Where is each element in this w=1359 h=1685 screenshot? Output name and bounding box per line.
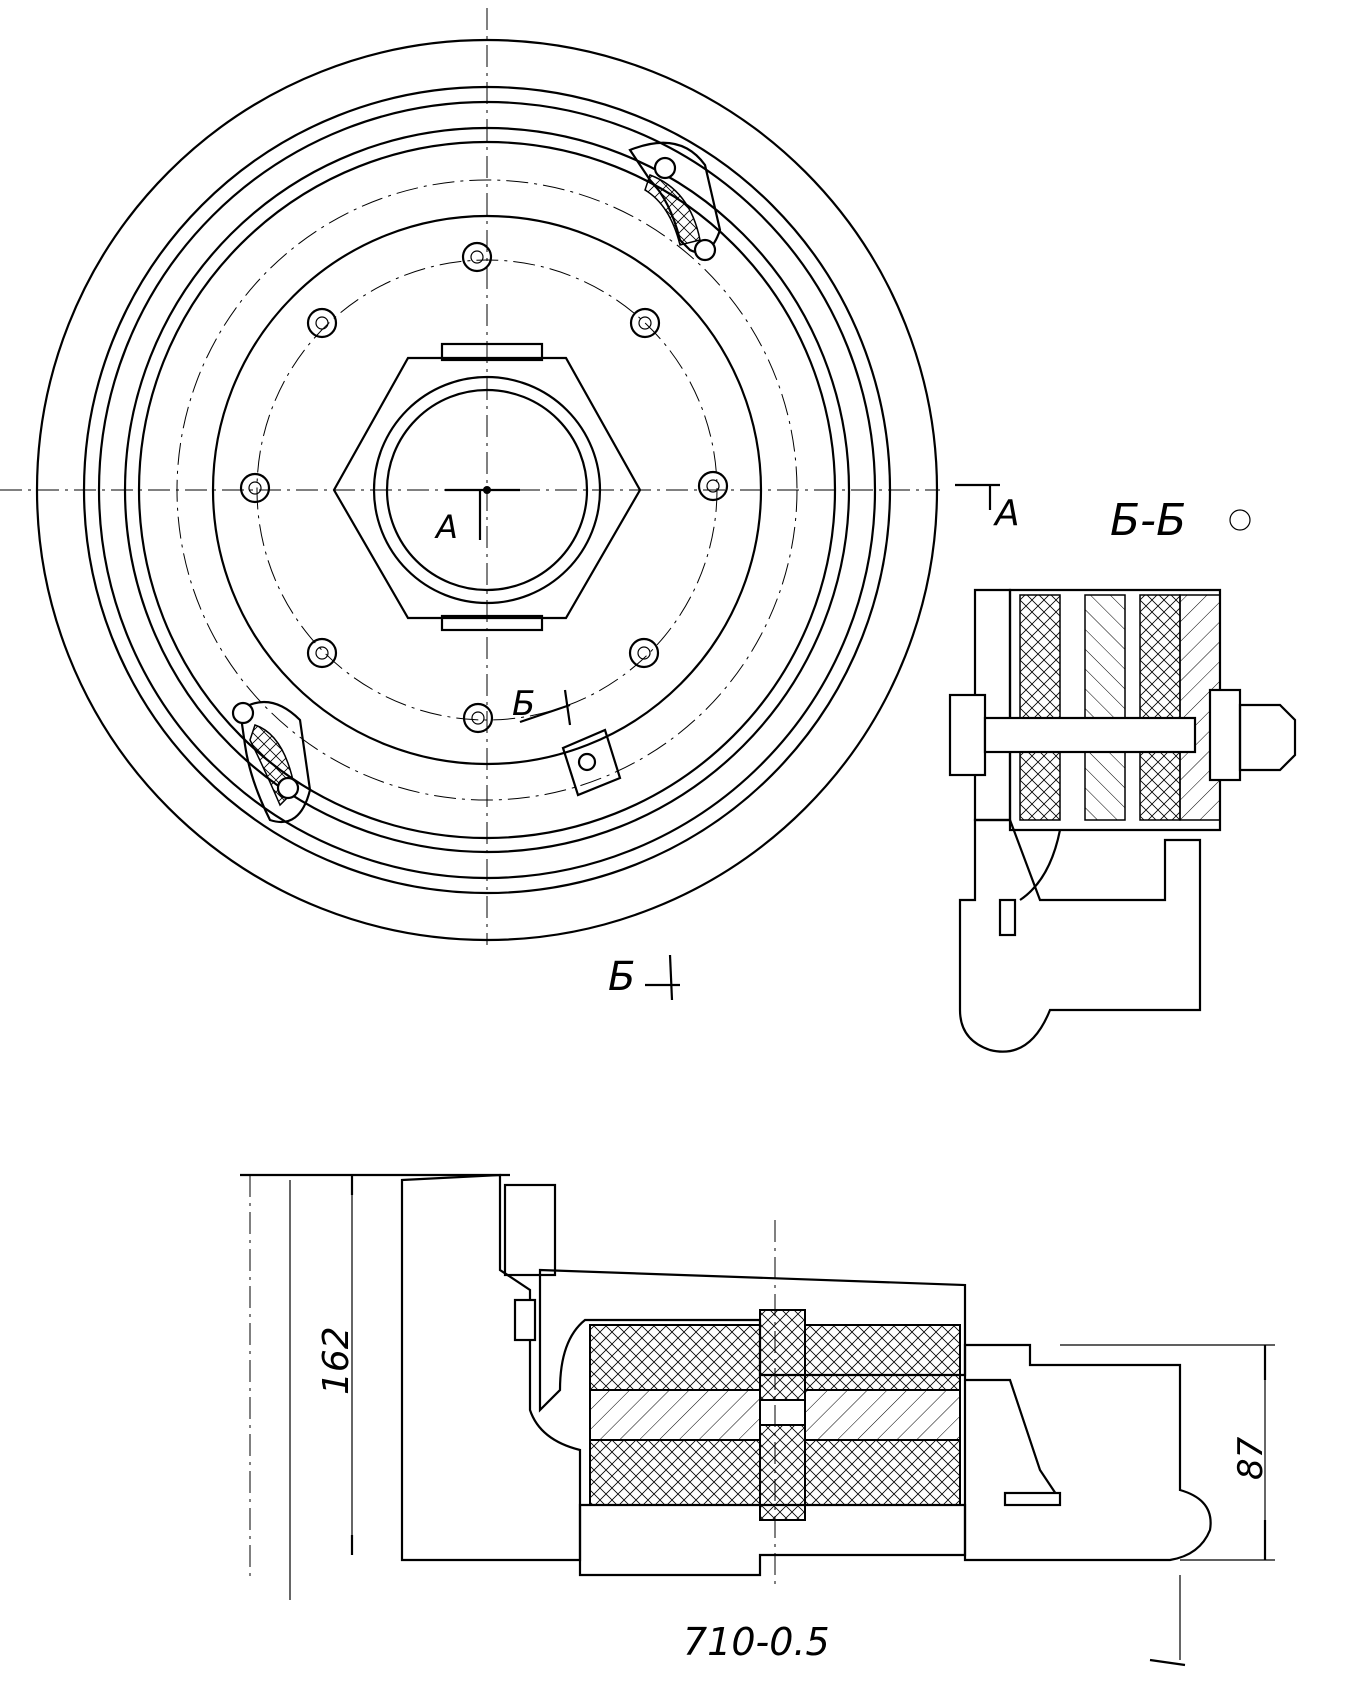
nut-outer-bore [372, 375, 602, 605]
lower-housing [958, 818, 1202, 1053]
section-b-bottom-label: Б [608, 954, 635, 1000]
ring-2 [82, 85, 892, 895]
bolt-shank [983, 716, 1197, 754]
ring-3 [97, 100, 877, 880]
screw-plate [561, 728, 622, 797]
hex-nut [332, 356, 642, 620]
right-housing [963, 1343, 1212, 1562]
nut [1208, 688, 1242, 782]
nut-bore [385, 388, 589, 592]
section-b-inner-label: Б [512, 684, 535, 724]
lower-section-view: 162 87 710-0.5 [240, 1173, 1275, 1667]
hub-ring [211, 214, 763, 766]
dim-710-label: 710-0.5 [683, 1620, 830, 1664]
nut-tab-top [440, 342, 544, 362]
section-b-view-title: Б-Б [1110, 495, 1186, 546]
dim-87-label: 87 [1231, 1436, 1271, 1480]
nut-tab-bottom [440, 614, 544, 632]
main-casting [400, 1173, 582, 1562]
bolt-head [948, 693, 987, 777]
outer-ring [35, 38, 939, 942]
plan-view: A A Б Б [0, 8, 1020, 1001]
top-insert [503, 1183, 557, 1277]
dim-162-label: 162 [316, 1326, 357, 1395]
section-a-right-label: A [993, 493, 1020, 534]
outer-dash-circle [176, 179, 798, 801]
ring-5 [137, 140, 837, 840]
section-b-view: Б-Б [948, 495, 1297, 1053]
ring-4 [123, 126, 851, 854]
bolt-holes [239, 241, 729, 734]
slot-bottom-left [238, 700, 312, 824]
section-a-center-label: A [434, 508, 458, 546]
